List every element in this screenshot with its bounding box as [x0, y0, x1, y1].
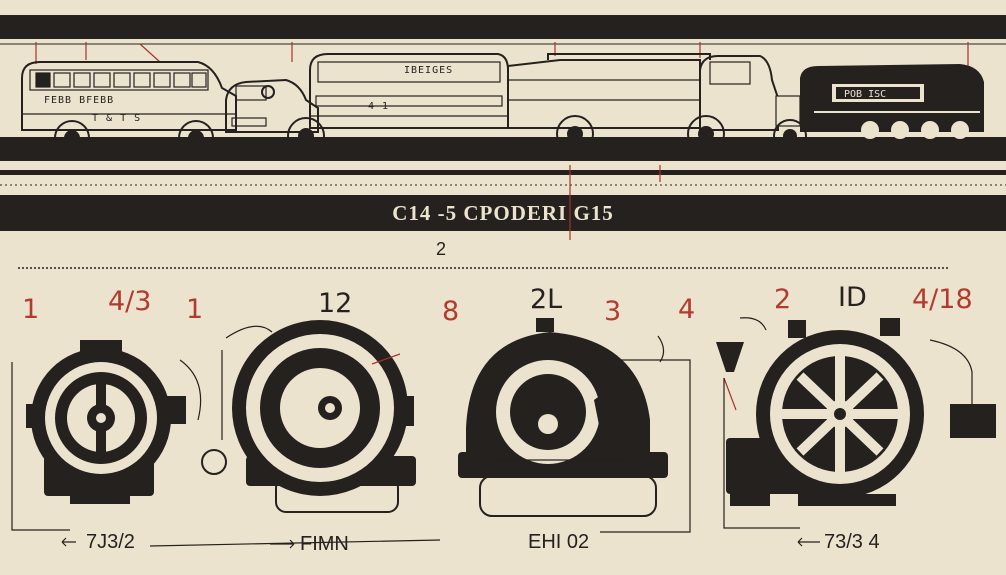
- bus-illustration: [21, 61, 237, 156]
- engine-illustration-1: [11, 340, 202, 531]
- label-8: 4: [678, 294, 696, 325]
- bus-plate: FEBB BFEBB: [44, 95, 115, 106]
- engine-illustration-3: [458, 318, 691, 533]
- label-5: 8: [442, 296, 460, 327]
- label-2: 4/3: [108, 286, 152, 317]
- engine-illustration-2: [149, 320, 441, 547]
- label-7: 3: [604, 296, 622, 327]
- bus-lower-plate: T & T S: [92, 113, 142, 124]
- caption-2: FIMN: [300, 533, 349, 555]
- engine-illustration-4: [716, 317, 996, 529]
- caption-4: 73/3 4: [824, 531, 880, 553]
- label-4: 12: [318, 288, 353, 319]
- van-plate: IBEIGES: [404, 65, 454, 76]
- label-10: ID: [838, 282, 867, 313]
- locomotive-plate: POB ISC: [844, 89, 887, 100]
- banner-title: C14 -5 CPODERI G15: [392, 201, 614, 225]
- title-banner: [0, 195, 1006, 231]
- caption-arrows: [61, 537, 820, 549]
- label-3: 1: [186, 294, 204, 325]
- banner-subtitle: 2: [436, 239, 447, 259]
- label-6: 2L: [530, 284, 563, 315]
- caption-3: EHI 02: [528, 531, 590, 553]
- truck-plate: 4 1: [368, 101, 390, 112]
- label-1: 1: [22, 294, 40, 325]
- van-illustration: [225, 78, 325, 155]
- top-rail-band: [0, 15, 1006, 269]
- locomotive-illustration: [773, 64, 984, 153]
- truck-illustration: [309, 53, 779, 153]
- label-11: 4/18: [912, 284, 973, 315]
- label-9: 2: [774, 284, 792, 315]
- caption-1: 7J3/2: [86, 531, 135, 553]
